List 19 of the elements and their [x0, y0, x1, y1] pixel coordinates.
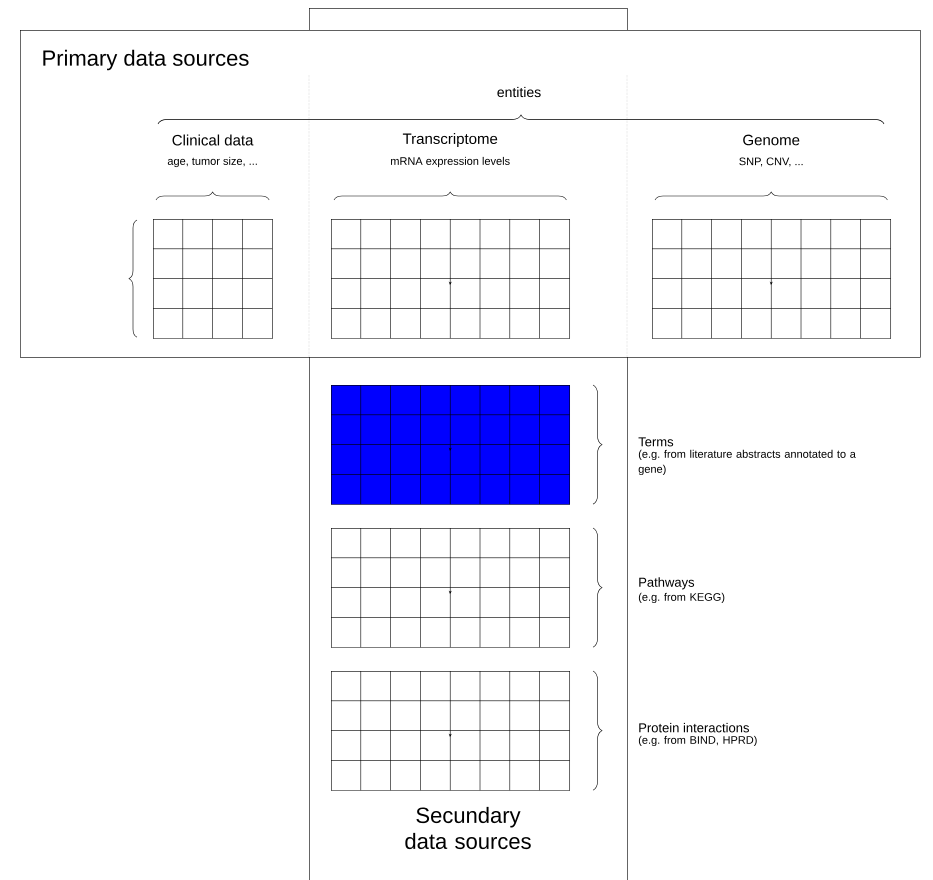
subheading: (e.g. from KEGG)	[638, 592, 724, 604]
data-grid	[330, 384, 570, 505]
subheading: (e.g. from BIND, HPRD)	[638, 736, 757, 746]
label: entities	[497, 86, 541, 98]
heading: Clinical data	[172, 134, 254, 146]
subheading: (e.g. from literature abstracts annotated to a gene)	[638, 450, 856, 476]
data-grid	[330, 528, 570, 648]
data-grid	[330, 670, 570, 791]
data-grid	[152, 218, 273, 339]
heading: Pathways	[639, 577, 694, 590]
heading: Genome	[743, 134, 800, 146]
subheading: age, tumor size, ...	[168, 156, 257, 168]
subheading: SNP, CNV, ...	[739, 157, 803, 167]
heading: Terms	[638, 437, 674, 446]
subheading: mRNA expression levels	[391, 156, 510, 168]
data-grid	[652, 218, 892, 339]
heading: Transcriptome	[402, 133, 498, 147]
data-grid	[330, 218, 570, 339]
heading: Protein interactions	[639, 722, 749, 732]
